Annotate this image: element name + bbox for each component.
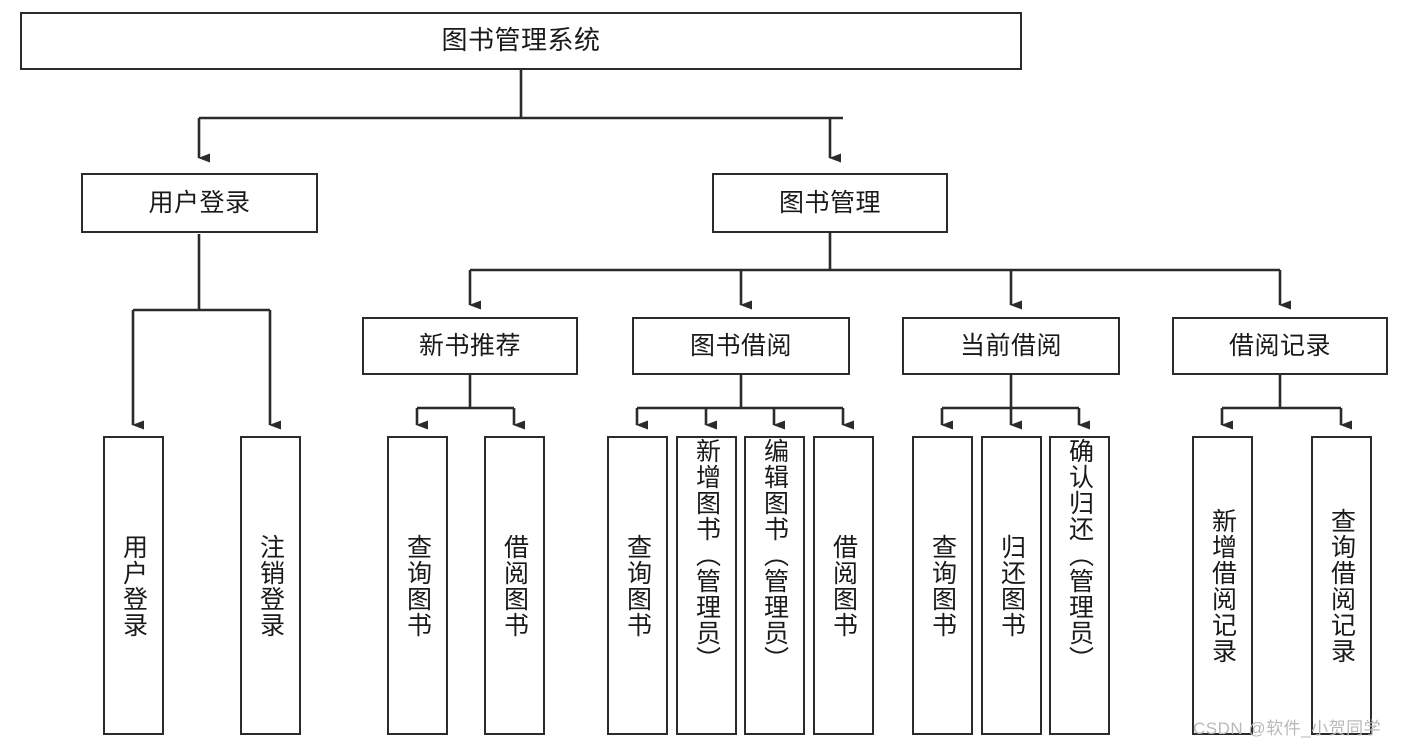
node-borrow-record[interactable]: 借阅记录 — [1172, 317, 1388, 375]
csdn-watermark: CSDN @软件_小贺同学 — [1193, 719, 1382, 738]
node-label: 查询图书 — [928, 533, 957, 638]
node-new-book-recommend[interactable]: 新书推荐 — [362, 317, 578, 375]
node-label: 查询借阅记录 — [1327, 507, 1356, 664]
leaf-query-book-borrow[interactable]: 查询图书 — [607, 436, 668, 735]
node-label: 确认归还（管理员） — [1065, 438, 1094, 672]
node-label: 归还图书 — [997, 533, 1026, 638]
leaf-borrow-book-recommend[interactable]: 借阅图书 — [484, 436, 545, 735]
node-user-login[interactable]: 用户登录 — [81, 173, 318, 233]
leaf-add-book-admin[interactable]: 新增图书（管理员） — [676, 436, 737, 735]
node-current-borrow[interactable]: 当前借阅 — [902, 317, 1120, 375]
leaf-return-book[interactable]: 归还图书 — [981, 436, 1042, 735]
node-label: 图书管理系统 — [441, 25, 601, 56]
node-label: 新增图书（管理员） — [692, 438, 721, 672]
node-label: 用户登录 — [148, 188, 251, 217]
node-label: 借阅记录 — [1228, 331, 1331, 360]
leaf-logout[interactable]: 注销登录 — [240, 436, 301, 735]
node-book-management[interactable]: 图书管理 — [712, 173, 948, 233]
leaf-add-borrow-record[interactable]: 新增借阅记录 — [1192, 436, 1253, 735]
node-label: 用户登录 — [119, 533, 148, 638]
node-label: 当前借阅 — [959, 331, 1062, 360]
leaf-edit-book-admin[interactable]: 编辑图书（管理员） — [744, 436, 805, 735]
node-label: 新书推荐 — [418, 331, 521, 360]
node-label: 新增借阅记录 — [1208, 507, 1237, 664]
leaf-query-book-recommend[interactable]: 查询图书 — [387, 436, 448, 735]
node-root-book-management-system[interactable]: 图书管理系统 — [20, 12, 1022, 70]
leaf-query-borrow-record[interactable]: 查询借阅记录 — [1311, 436, 1372, 735]
node-label: 借阅图书 — [829, 533, 858, 638]
node-label: 编辑图书（管理员） — [760, 438, 789, 672]
leaf-borrow-book[interactable]: 借阅图书 — [813, 436, 874, 735]
node-label: 图书管理 — [778, 188, 881, 217]
node-label: 查询图书 — [623, 533, 652, 638]
node-label: 借阅图书 — [500, 533, 529, 638]
leaf-query-book-current[interactable]: 查询图书 — [912, 436, 973, 735]
node-label: 注销登录 — [256, 533, 285, 638]
node-label: 图书借阅 — [689, 331, 792, 360]
node-label: 查询图书 — [403, 533, 432, 638]
leaf-user-login[interactable]: 用户登录 — [103, 436, 164, 735]
leaf-confirm-return-admin[interactable]: 确认归还（管理员） — [1049, 436, 1110, 735]
node-book-borrow[interactable]: 图书借阅 — [632, 317, 850, 375]
